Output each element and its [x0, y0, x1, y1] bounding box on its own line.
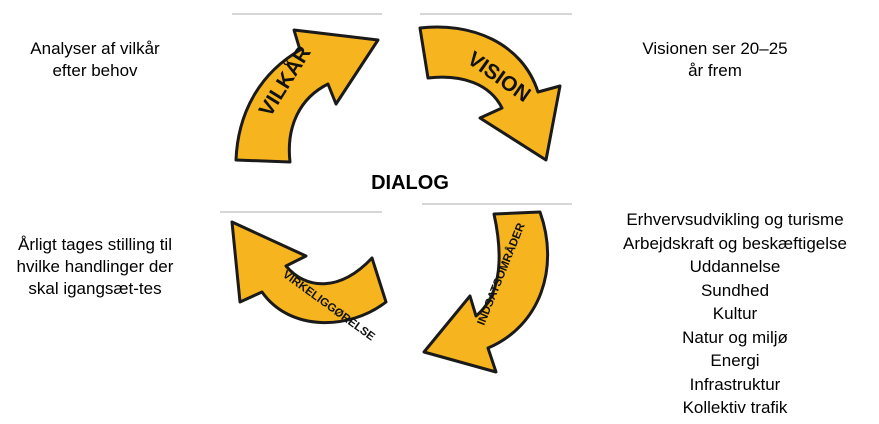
dialog-label: DIALOG: [371, 172, 449, 194]
focus-area-list: Erhvervsudvikling og turisme Arbejdskraf…: [590, 208, 879, 420]
virkeliggorelse-arrow: VIRKELIGGØRELSE: [230, 220, 388, 344]
top-left-note-text: Analyser af vilkår efter behov: [30, 39, 160, 80]
focus-area-item: Natur og miljø: [682, 327, 788, 347]
indsatsomrader-arrow: INDSATSOMRÅDER: [422, 210, 550, 374]
focus-area-item: Kollektiv trafik: [682, 398, 788, 417]
focus-area-item: Erhvervsudvikling og turisme: [626, 210, 844, 229]
focus-area-item: Energi: [710, 351, 760, 370]
top-right-note: Visionen ser 20–25 år frem: [640, 38, 790, 82]
focus-area-item: Uddannelse: [689, 257, 781, 276]
focus-area-item: Arbejdskraft og beskæftigelse: [623, 233, 847, 253]
bottom-left-note-text: Årligt tages stilling til hvilke handlin…: [16, 235, 174, 298]
vision-arrow: VISION: [418, 25, 562, 162]
focus-area-item: Sundhed: [700, 280, 770, 300]
top-left-note: Analyser af vilkår efter behov: [20, 38, 170, 82]
vilkar-arrow: VILKÅR: [234, 28, 380, 164]
top-right-note-text: Visionen ser 20–25 år frem: [642, 39, 788, 80]
focus-area-item: Infrastruktur: [689, 374, 781, 394]
focus-area-item: Kultur: [712, 304, 758, 323]
bottom-left-note: Årligt tages stilling til hvilke handlin…: [10, 234, 180, 300]
